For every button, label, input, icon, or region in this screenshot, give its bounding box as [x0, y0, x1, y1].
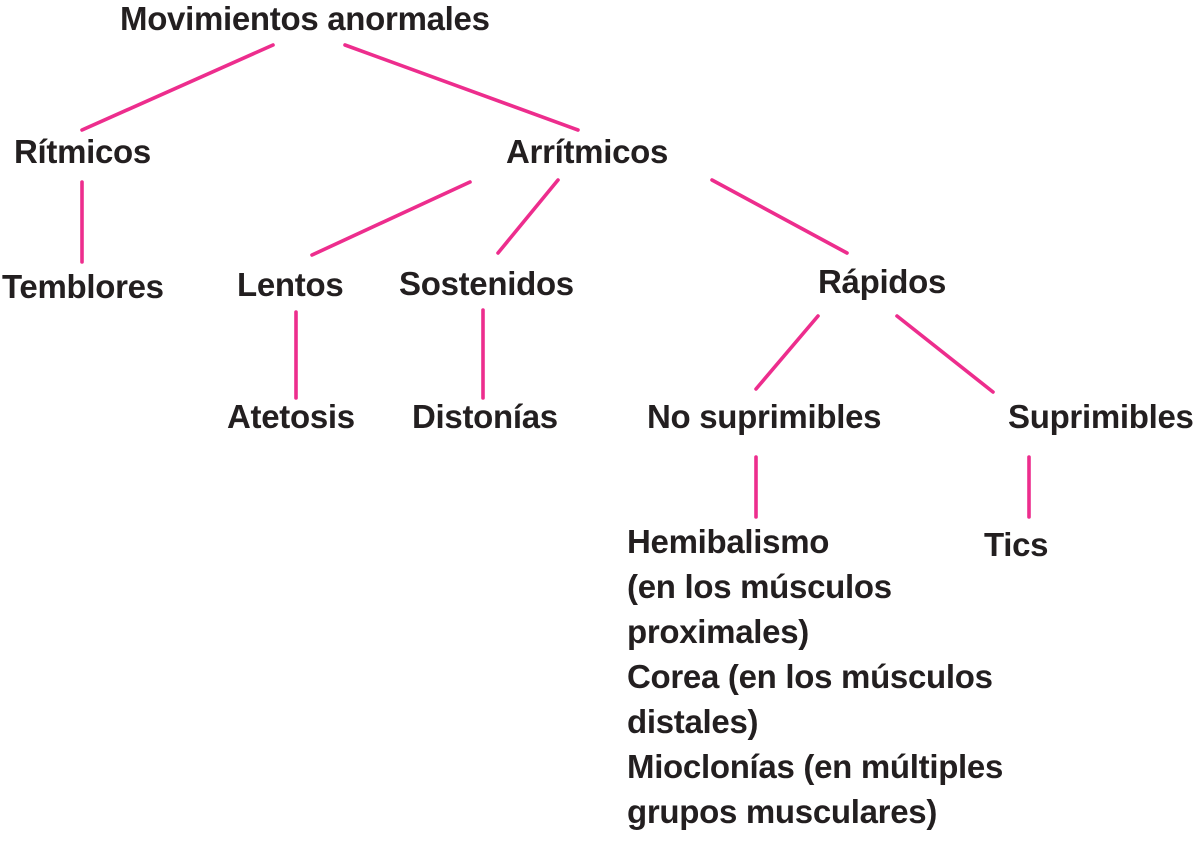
- connector-rapidos-suprimibles: [895, 314, 995, 394]
- node-arritmicos: Arrítmicos: [506, 133, 669, 170]
- node-movimientos-anormales: Movimientos anormales: [120, 0, 490, 37]
- node-no-suprimibles: No suprimibles: [647, 398, 882, 435]
- node-suprimibles: Suprimibles: [1008, 398, 1194, 435]
- node-no-suprimibles-detail: Hemibalismo (en los músculos proximales)…: [627, 523, 1004, 830]
- node-distonias: Distonías: [412, 398, 558, 435]
- connector-arritmicos-lentos: [310, 180, 472, 257]
- node-atetosis: Atetosis: [227, 398, 355, 435]
- connector-arritmicos-sostenidos: [496, 178, 560, 255]
- node-ritmicos: Rítmicos: [14, 133, 151, 170]
- connector-rapidos-nosuprimibles: [754, 314, 820, 391]
- node-lentos: Lentos: [237, 266, 344, 303]
- connector-arritmicos-rapidos: [710, 178, 849, 255]
- connector-root-arritmicos: [343, 43, 580, 132]
- node-sostenidos: Sostenidos: [399, 265, 574, 302]
- node-temblores: Temblores: [2, 268, 164, 305]
- node-tics: Tics: [984, 526, 1049, 563]
- node-rapidos: Rápidos: [818, 263, 947, 300]
- connector-root-ritmicos: [80, 43, 275, 132]
